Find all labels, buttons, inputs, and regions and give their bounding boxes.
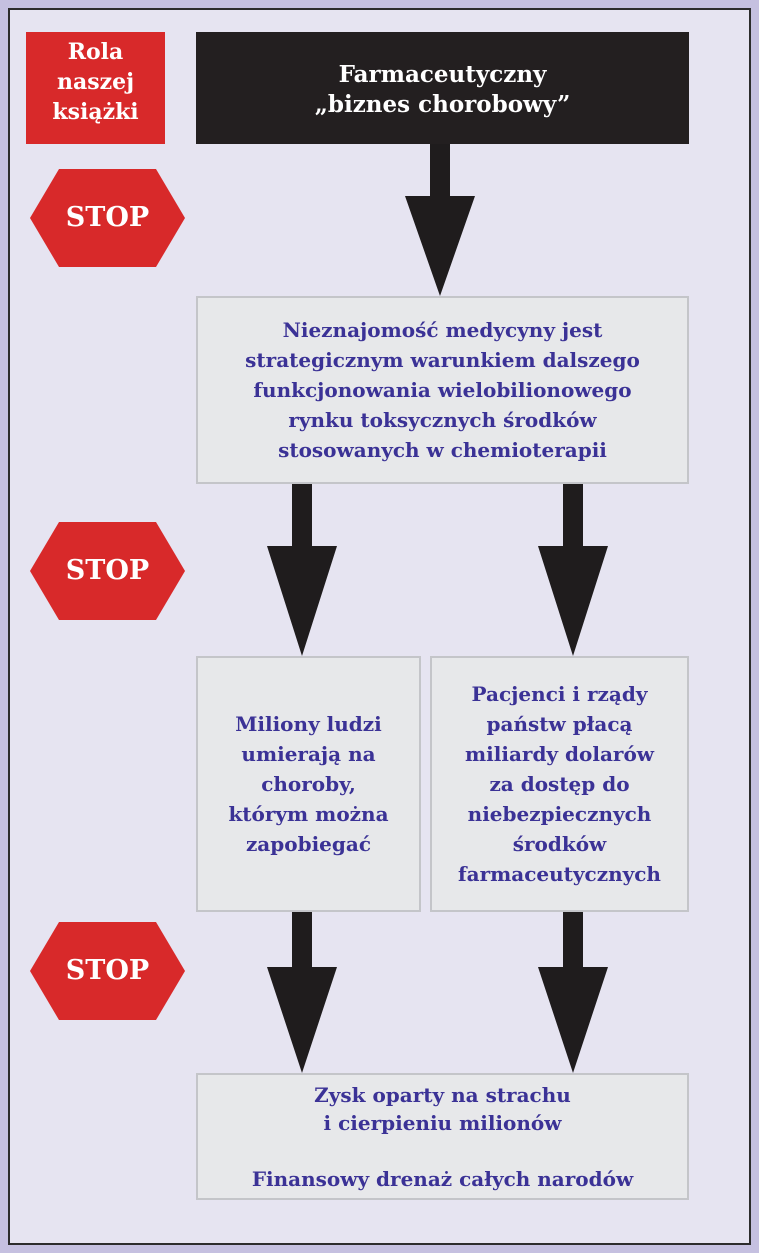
box-line: farmaceutycznych	[458, 862, 661, 886]
title-box: Farmaceutyczny „biznes chorobowy”	[196, 32, 689, 144]
box-line: stosowanych w chemioterapii	[278, 438, 607, 462]
box-line: Finansowy drenaż całych narodów	[251, 1166, 634, 1191]
box-line: Nieznajomość medycyny jest	[282, 318, 603, 342]
box-line: funkcjonowania wielobilionowego	[253, 378, 632, 402]
down-arrow-icon	[405, 144, 475, 296]
box-line: rynku toksycznych środków	[288, 408, 597, 432]
box-line: strategicznym warunkiem dalszego	[245, 348, 640, 372]
stop-sign-icon: STOP	[30, 169, 185, 267]
box-line: i cierpieniu milionów	[323, 1110, 562, 1135]
role-box: Rola naszej książki	[26, 32, 165, 144]
stop-label: STOP	[65, 555, 150, 586]
down-arrow-icon	[538, 484, 608, 656]
box-line: miliardy dolarów	[465, 742, 654, 766]
role-line: książki	[52, 99, 139, 125]
down-arrow-icon	[267, 912, 337, 1073]
box-line: którym można	[228, 802, 389, 826]
down-arrow-icon	[538, 912, 608, 1073]
title-line: „biznes chorobowy”	[314, 91, 571, 118]
box-line: państw płacą	[486, 712, 633, 736]
profit-box: Zysk oparty na strachu i cierpieniu mili…	[196, 1073, 689, 1200]
down-arrow-icon	[267, 484, 337, 656]
box-line: niebezpiecznych	[467, 802, 652, 826]
box-line: Zysk oparty na strachu	[314, 1082, 571, 1107]
patients-pay-box: Pacjenci i rządy państw płacą miliardy d…	[430, 656, 689, 912]
box-line: środków	[512, 832, 607, 856]
box-line: za dostęp do	[489, 772, 630, 796]
stop-sign-icon: STOP	[30, 522, 185, 620]
title-line: Farmaceutyczny	[338, 61, 547, 88]
millions-die-box: Miliony ludzi umierają na choroby, który…	[196, 656, 421, 912]
stop-label: STOP	[65, 955, 150, 986]
ignorance-box: Nieznajomość medycyny jest strategicznym…	[196, 296, 689, 484]
box-line: umierają na	[241, 742, 376, 766]
box-line: Miliony ludzi	[235, 712, 382, 736]
box-line: choroby,	[261, 772, 356, 796]
box-line: zapobiegać	[245, 832, 372, 856]
role-line: naszej	[56, 69, 135, 95]
box-line: Pacjenci i rządy	[471, 682, 648, 706]
stop-label: STOP	[65, 202, 150, 233]
role-line: Rola	[67, 39, 124, 65]
stop-sign-icon: STOP	[30, 922, 185, 1020]
